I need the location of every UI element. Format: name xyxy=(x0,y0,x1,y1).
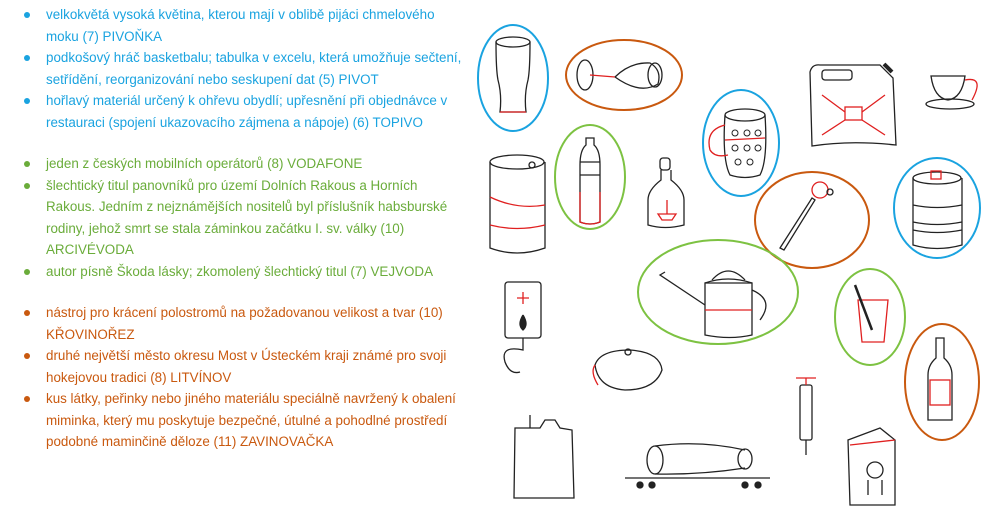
clue-item: kus látky, peřinky nebo jiného materiálu… xyxy=(22,388,467,453)
wine-thief-icon xyxy=(779,181,834,251)
clue-text: autor písně Škoda lásky; zkomolený šlech… xyxy=(46,263,433,279)
ship-bottle-icon xyxy=(647,157,685,229)
clue-group-blue: velkokvětá vysoká květina, kterou mají v… xyxy=(22,4,467,133)
bullet-icon xyxy=(24,353,30,359)
clue-list: velkokvětá vysoká květina, kterou mají v… xyxy=(22,4,467,473)
clue-item: šlechtický titul panovníků pro území Dol… xyxy=(22,175,467,261)
circle-orange xyxy=(754,171,870,269)
wine-glass-icon xyxy=(576,59,663,91)
clue-item: autor písně Škoda lásky; zkomolený šlech… xyxy=(22,261,467,283)
circle-green xyxy=(554,124,626,230)
clue-text: podkošový hráč basketbalu; tabulka v exc… xyxy=(46,50,462,87)
canister-icon xyxy=(513,415,575,499)
plastic-bottle-icon xyxy=(579,137,601,225)
circle-blue xyxy=(702,89,780,197)
glass-with-straw-icon xyxy=(853,284,889,343)
beer-glass-icon xyxy=(495,36,531,113)
barrel-icon xyxy=(489,154,546,254)
clue-text: druhé největší město okresu Most v Ústec… xyxy=(46,348,447,385)
bullet-icon xyxy=(24,12,30,18)
watering-can-icon xyxy=(658,270,767,339)
circle-blue xyxy=(477,24,549,132)
clue-item: jeden z českých mobilních operátorů (8) … xyxy=(22,153,467,175)
tea-cup-icon xyxy=(925,75,978,110)
clue-text: hořlavý materiál určený k ohřevu obydlí;… xyxy=(46,93,448,130)
bullet-icon xyxy=(24,182,30,189)
beer-mug-icon xyxy=(708,108,767,179)
circle-green xyxy=(834,268,906,366)
clue-item: hořlavý materiál určený k ohřevu obydlí;… xyxy=(22,90,467,133)
clue-item: podkošový hráč basketbalu; tabulka v exc… xyxy=(22,47,467,90)
railcar-log-icon xyxy=(625,443,770,489)
circle-orange xyxy=(565,39,683,111)
clue-text: jeden z českých mobilních operátorů (8) … xyxy=(46,156,363,171)
iv-bag-icon xyxy=(503,281,542,374)
bullet-icon xyxy=(24,98,30,104)
circle-blue xyxy=(893,157,981,259)
clue-group-orange: nástroj pro krácení polostromů na požado… xyxy=(22,302,467,453)
bullet-icon xyxy=(24,161,30,167)
clue-group-green: jeden z českých mobilních operátorů (8) … xyxy=(22,153,467,282)
milk-carton-icon xyxy=(847,427,896,506)
bullet-icon xyxy=(24,55,30,61)
clue-text: velkokvětá vysoká květina, kterou mají v… xyxy=(46,7,435,44)
keg-icon xyxy=(912,170,963,250)
clue-text: kus látky, peřinky nebo jiného materiálu… xyxy=(46,391,456,449)
wine-bottle-icon xyxy=(927,337,953,421)
bullet-icon xyxy=(24,310,30,316)
neti-pot-icon xyxy=(592,348,663,391)
clue-item: velkokvětá vysoká květina, kterou mají v… xyxy=(22,4,467,47)
bullet-icon xyxy=(24,396,30,402)
jerrycan-icon xyxy=(809,62,897,147)
circle-orange xyxy=(904,323,980,441)
bullet-icon xyxy=(24,268,30,275)
clue-item: nástroj pro krácení polostromů na požado… xyxy=(22,302,467,345)
clue-item: druhé největší město okresu Most v Ústec… xyxy=(22,345,467,388)
clue-text: nástroj pro krácení polostromů na požado… xyxy=(46,305,443,342)
circle-green xyxy=(637,239,799,345)
clue-text: šlechtický titul panovníků pro území Dol… xyxy=(46,177,448,258)
syringe-icon xyxy=(796,377,816,455)
